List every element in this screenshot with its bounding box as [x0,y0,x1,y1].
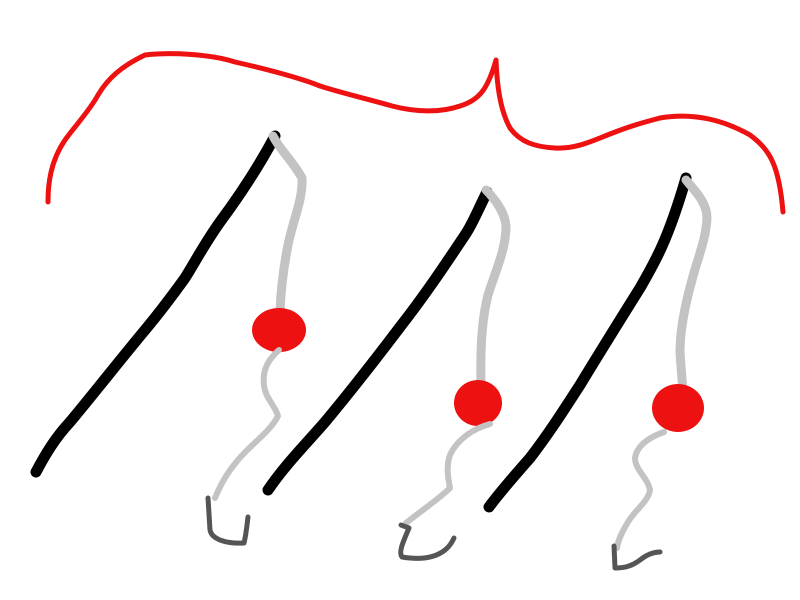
rig-1 [30,130,307,546]
red-arc-line [45,51,786,215]
leader-line-2 [403,421,493,526]
rig-2 [262,185,511,561]
leader-line-3 [614,429,667,551]
bobber-1 [252,308,306,352]
bobber-2 [454,380,502,426]
hook-3 [611,543,663,571]
fishing-rod-1 [30,130,281,478]
leader-line-1 [212,347,282,501]
fishing-line-1 [268,131,307,317]
hook-2 [398,522,457,561]
hook-1 [205,495,251,546]
fishing-rod-2 [262,186,493,496]
fishing-line-2 [476,185,511,390]
bobber-3 [652,384,704,432]
fishing-line-3 [675,175,712,397]
rig-3 [483,172,712,571]
fishing-rod-3 [483,172,692,513]
